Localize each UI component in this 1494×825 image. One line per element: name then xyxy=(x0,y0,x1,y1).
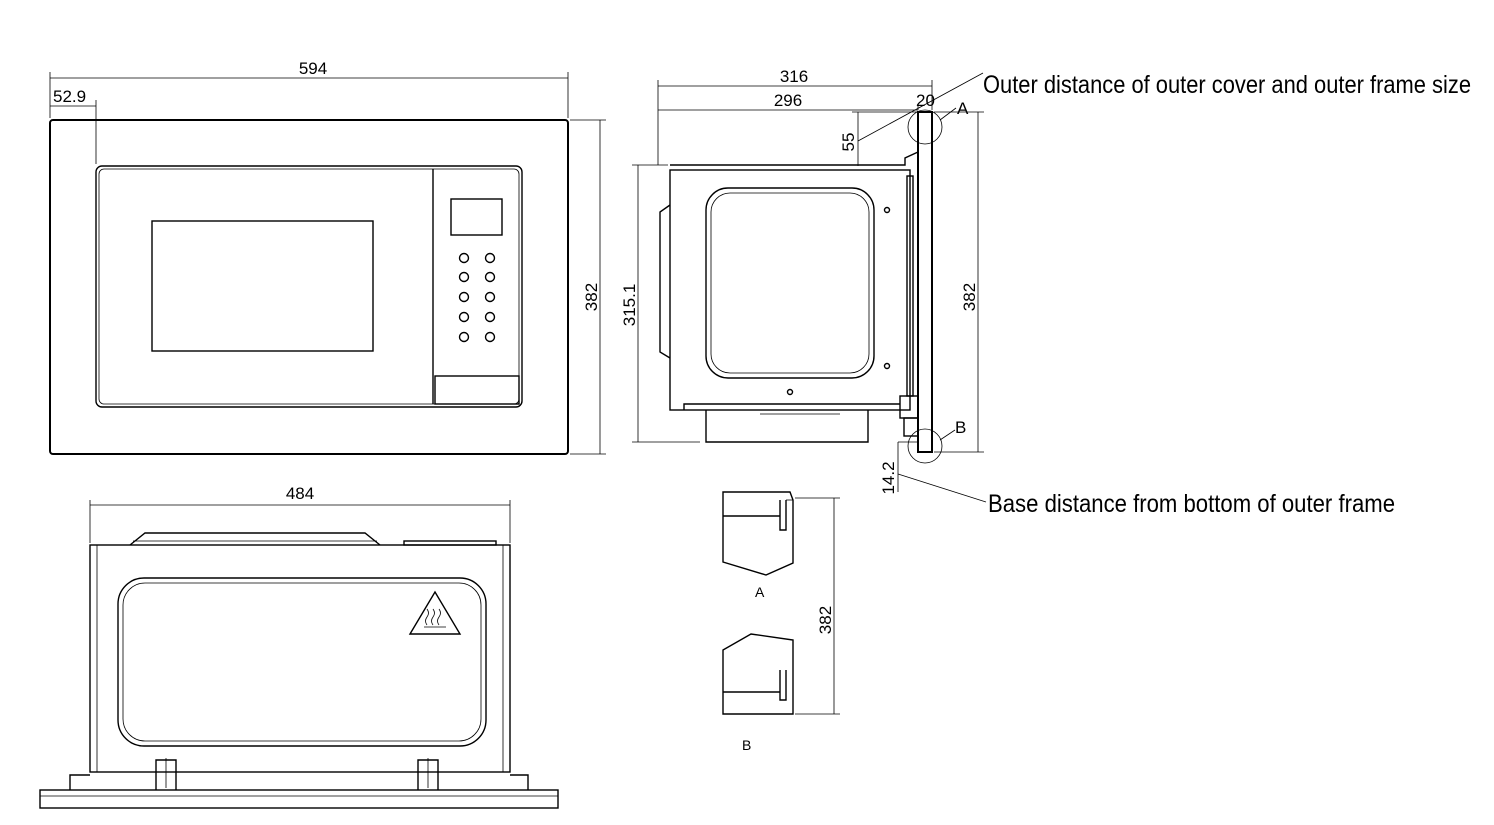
leader-outer-distance xyxy=(857,72,984,142)
front-outer-frame xyxy=(49,119,569,455)
callout-circle-a xyxy=(907,109,943,145)
control-button xyxy=(458,291,470,303)
control-button xyxy=(484,331,496,343)
annotation-outer-distance: Outer distance of outer cover and outer … xyxy=(983,71,1471,99)
front-view: 594 52.9 382 xyxy=(49,59,606,455)
dim-side-frame-height: 382 xyxy=(960,283,979,311)
detail-view-a: A xyxy=(722,491,794,600)
front-door-inner xyxy=(98,168,520,405)
control-button xyxy=(458,252,470,264)
dim-front-offset: 52.9 xyxy=(53,87,86,106)
side-foot xyxy=(705,410,869,443)
side-view: A B 316 296 20 55 315.1 382 14.2 xyxy=(620,67,987,503)
side-outer-frame xyxy=(917,111,933,453)
control-buttons xyxy=(458,252,496,343)
side-body xyxy=(669,169,911,411)
dim-frame-thickness: 20 xyxy=(916,91,935,110)
detail-view-b: B xyxy=(722,633,794,753)
side-panel-inner xyxy=(710,192,870,374)
control-button xyxy=(458,271,470,283)
door-open-button xyxy=(434,375,520,405)
detail-a-label: A xyxy=(755,584,765,600)
control-button xyxy=(484,311,496,323)
dim-side-body-depth: 296 xyxy=(774,91,802,110)
top-view: 484 xyxy=(39,484,559,809)
top-rear-hump xyxy=(129,532,381,546)
front-door-outline xyxy=(95,165,523,408)
annotation-base-distance: Base distance from bottom of outer frame xyxy=(988,490,1395,518)
leader-base-distance xyxy=(897,473,987,503)
callout-circle-b xyxy=(907,428,943,464)
hot-surface-warning-icon xyxy=(408,590,462,635)
dim-front-height: 382 xyxy=(582,283,601,311)
dim-front-width: 594 xyxy=(299,59,327,78)
control-button xyxy=(484,291,496,303)
control-button xyxy=(484,252,496,264)
callout-a-label: A xyxy=(957,99,969,118)
top-panel-outline xyxy=(117,577,487,747)
dim-side-total-depth: 316 xyxy=(780,67,808,86)
side-rear-bump xyxy=(659,204,671,359)
front-window xyxy=(151,220,374,352)
dim-detail-height: 382 xyxy=(816,606,835,634)
control-button xyxy=(458,331,470,343)
top-body xyxy=(89,544,511,773)
side-panel-outline xyxy=(705,187,875,379)
dim-side-body-height: 315.1 xyxy=(620,284,639,327)
control-button xyxy=(484,271,496,283)
top-panel-inner xyxy=(122,582,482,742)
dim-side-top-gap: 55 xyxy=(839,133,858,152)
top-frame-bottom xyxy=(39,789,559,809)
callout-b-label: B xyxy=(955,418,966,437)
dim-top-width: 484 xyxy=(286,484,314,503)
display-screen xyxy=(450,198,503,236)
dim-side-base-gap: 14.2 xyxy=(879,461,898,494)
control-button xyxy=(458,311,470,323)
detail-b-label: B xyxy=(742,737,751,753)
side-top-edge xyxy=(670,151,919,166)
